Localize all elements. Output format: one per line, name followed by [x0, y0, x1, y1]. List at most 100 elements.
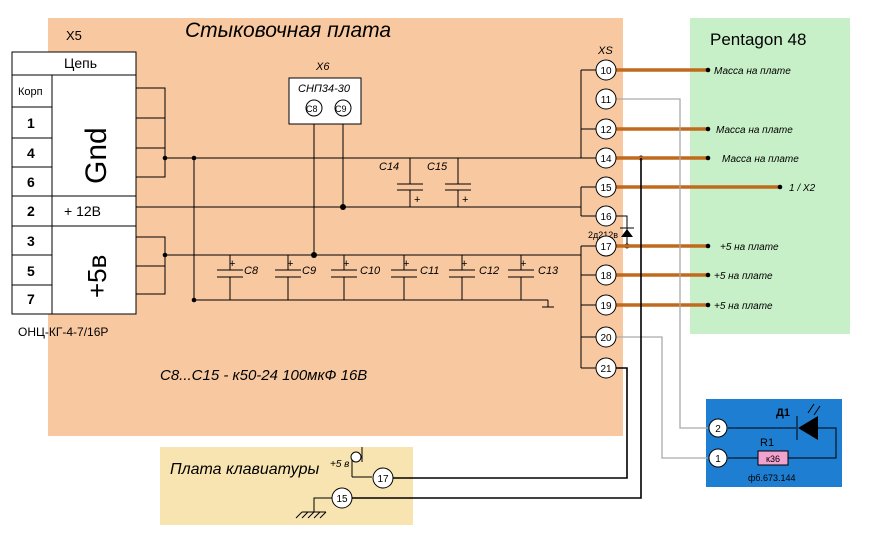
x5-net-gnd: Gnd [80, 127, 113, 184]
docking-board-wires [136, 69, 628, 369]
capacitor-c9 [275, 269, 301, 278]
capacitor-c10 [331, 269, 357, 278]
pentagon-terminals [705, 67, 783, 308]
xs-pin-10: 10 [595, 59, 617, 81]
svg-text:10: 10 [600, 66, 612, 77]
x5-header-label: Цепь [64, 55, 97, 71]
svg-text:15: 15 [600, 183, 612, 194]
led-diode-label: Д1 [776, 407, 790, 419]
docking-board-title: Стыковочная плата [185, 19, 391, 42]
capacitor-c11 [391, 269, 417, 278]
capacitor-c11-label: C11 [420, 265, 439, 277]
pentagon-label-gnd-2: Масса на плате [716, 125, 793, 136]
led-pin-2: 2 [708, 418, 728, 438]
keyboard-internal-wires [295, 447, 372, 519]
svg-text:20: 20 [600, 333, 612, 344]
capacitor-c10-plus: + [343, 258, 349, 270]
xs-pin-19: 19 [595, 294, 617, 316]
resistor-r1 [757, 450, 789, 466]
svg-text:11: 11 [601, 95, 612, 106]
orange-wires [616, 68, 780, 307]
pentagon-label-5v-3: +5 на плате [714, 301, 773, 312]
x5-net-5v: +5в [82, 255, 112, 298]
capacitor-c9-plus: + [287, 258, 293, 270]
capacitor-note: С8...С15 - к50-24 100мкФ 16В [160, 367, 367, 384]
svg-text:19: 19 [600, 301, 612, 312]
pentagon-label-gnd-1: Масса на плате [714, 66, 791, 77]
svg-text:2: 2 [715, 424, 721, 435]
capacitor-c10-label: C10 [360, 265, 381, 277]
capacitor-c12-plus: + [461, 258, 467, 270]
xs-pin-14: 14 [595, 147, 617, 169]
svg-text:17: 17 [377, 474, 389, 485]
xs-ref-label: XS [597, 45, 613, 57]
diode-2d212v-label: 2д212в [588, 230, 618, 240]
x6-part-label: СНП34-30 [298, 83, 351, 95]
capacitor-c11-plus: + [403, 258, 409, 270]
pentagon-panel [690, 18, 850, 334]
xs-pin-16: 16 [595, 205, 617, 227]
x6-connector [288, 77, 362, 125]
svg-text:15: 15 [336, 494, 348, 505]
capacitor-c14-label: C14 [379, 161, 399, 173]
keyboard-supply-terminal [350, 451, 362, 463]
xs-pin-18: 18 [595, 264, 617, 286]
x5-pin-3: 3 [27, 233, 35, 249]
capacitor-c15-label: C15 [427, 161, 448, 173]
capacitor-c13-plus: + [520, 258, 526, 270]
x6-pin-c8 [305, 99, 323, 117]
capacitor-c15-plus: + [462, 194, 468, 206]
svg-text:12: 12 [600, 125, 612, 136]
svg-text:21: 21 [600, 364, 612, 375]
x5-net-12v: + 12В [64, 203, 101, 219]
x6-pin-c8-label: С8 [306, 104, 318, 114]
x5-pin-korp: Корп [18, 86, 43, 98]
svg-text:1: 1 [715, 454, 721, 465]
svg-text:17: 17 [600, 242, 612, 253]
pentagon-label-gnd-3: Масса на плате [722, 154, 799, 165]
x5-part-label: ОНЦ-КГ-4-7/16Р [18, 325, 108, 339]
svg-text:14: 14 [600, 154, 612, 165]
keyboard-pin-17: 17 [372, 467, 394, 489]
x5-pin-4: 4 [27, 145, 35, 161]
led-board-panel [706, 399, 842, 487]
led-board-wires [728, 427, 837, 459]
keyboard-panel [160, 447, 413, 525]
resistor-r1-label: R1 [760, 437, 774, 449]
resistor-value-label: к36 [766, 454, 780, 464]
pentagon-label-x2: 1 / X2 [789, 183, 816, 194]
xs-pin-21: 21 [595, 357, 617, 379]
svg-text:18: 18 [600, 271, 612, 282]
pentagon-label-5v-1: +5 на плате [720, 242, 779, 253]
capacitor-c14 [397, 183, 423, 191]
xs-pin-12: 12 [595, 118, 617, 140]
keyboard-pin-15: 15 [331, 487, 353, 509]
capacitor-c13 [508, 269, 534, 278]
xs-pin-20: 20 [595, 326, 617, 348]
capacitor-c15 [445, 183, 471, 191]
capacitor-c14-plus: + [414, 194, 420, 206]
led-pin-1: 1 [708, 448, 728, 468]
capacitor-c12-label: C12 [479, 265, 499, 277]
x5-pin-2: 2 [27, 203, 35, 219]
gray-wires [616, 98, 708, 459]
x5-connector-table [11, 51, 137, 315]
xs-pin-11: 11 [595, 88, 617, 110]
led-board-part-label: фб.673.144 [748, 473, 796, 483]
x6-pin-c9 [334, 99, 352, 117]
capacitor-c12 [449, 269, 475, 278]
keyboard-supply-label: +5 в [330, 459, 349, 470]
pentagon-label-5v-2: +5 на плате [714, 271, 773, 282]
capacitor-c9-label: C9 [302, 265, 316, 277]
diode-2d212v [620, 227, 634, 237]
x5-pin-1: 1 [27, 115, 35, 131]
svg-text:16: 16 [600, 212, 612, 223]
x6-pin-c9-label: С9 [335, 104, 347, 114]
capacitor-c13-label: C13 [538, 265, 559, 277]
x5-pin-5: 5 [27, 263, 35, 279]
x5-ref-label: X5 [66, 28, 82, 43]
x5-pin-6: 6 [27, 174, 35, 190]
keyboard-title: Плата клавиатуры [170, 461, 320, 478]
capacitor-c8 [217, 269, 243, 278]
